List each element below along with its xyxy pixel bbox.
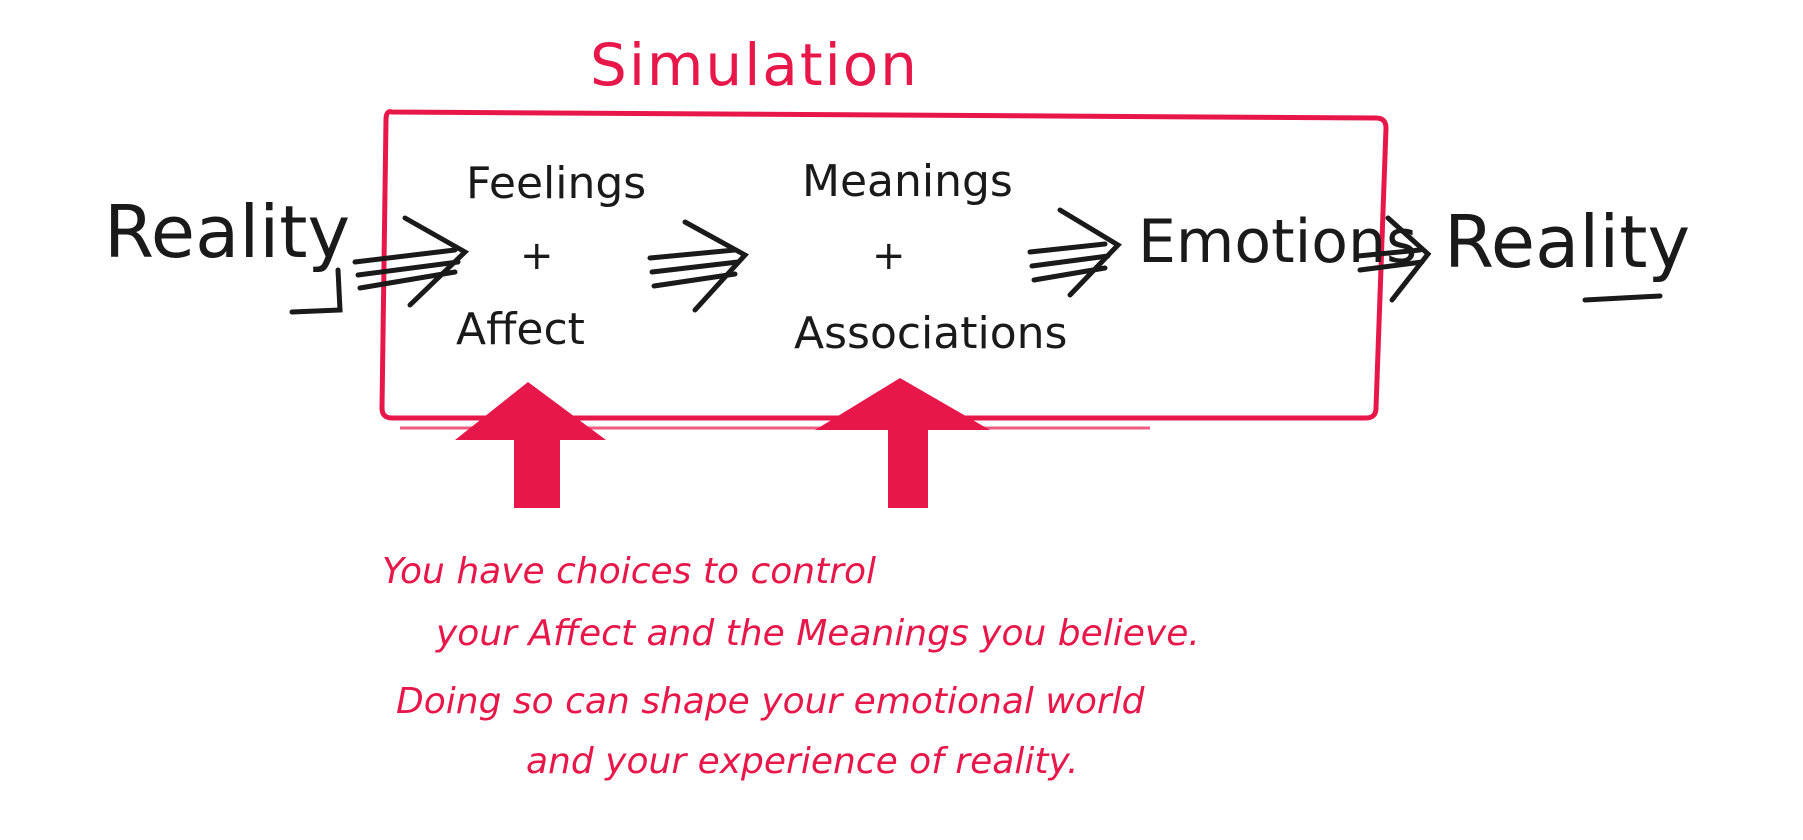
diagram-title: Simulation (590, 31, 919, 99)
affect-label: Affect (456, 304, 585, 355)
reality-right-label: Reality (1444, 200, 1691, 284)
plus-sign-1: + (520, 233, 554, 279)
caption-line-1: You have choices to control (382, 551, 877, 592)
arrow-emotions-to-reality (1355, 215, 1432, 303)
arrow-reality-to-feelings (352, 215, 470, 308)
emotions-label: Emotions (1138, 207, 1418, 277)
red-arrow-meanings (815, 378, 990, 508)
feelings-label: Feelings (466, 158, 647, 209)
arrow-affect-to-meanings (647, 219, 749, 313)
associations-label: Associations (794, 308, 1068, 359)
arrow-associations-to-emotions (1027, 207, 1122, 298)
caption-line-4: and your experience of reality. (526, 741, 1079, 782)
red-arrow-affect (455, 382, 606, 508)
plus-sign-2: + (872, 233, 906, 279)
caption-line-2: your Affect and the Meanings you believe… (436, 613, 1200, 654)
caption-line-3: Doing so can shape your emotional world (396, 681, 1145, 722)
meanings-label: Meanings (802, 156, 1013, 207)
reality-left-label: Reality (104, 190, 351, 274)
simulation-box (379, 109, 1389, 421)
